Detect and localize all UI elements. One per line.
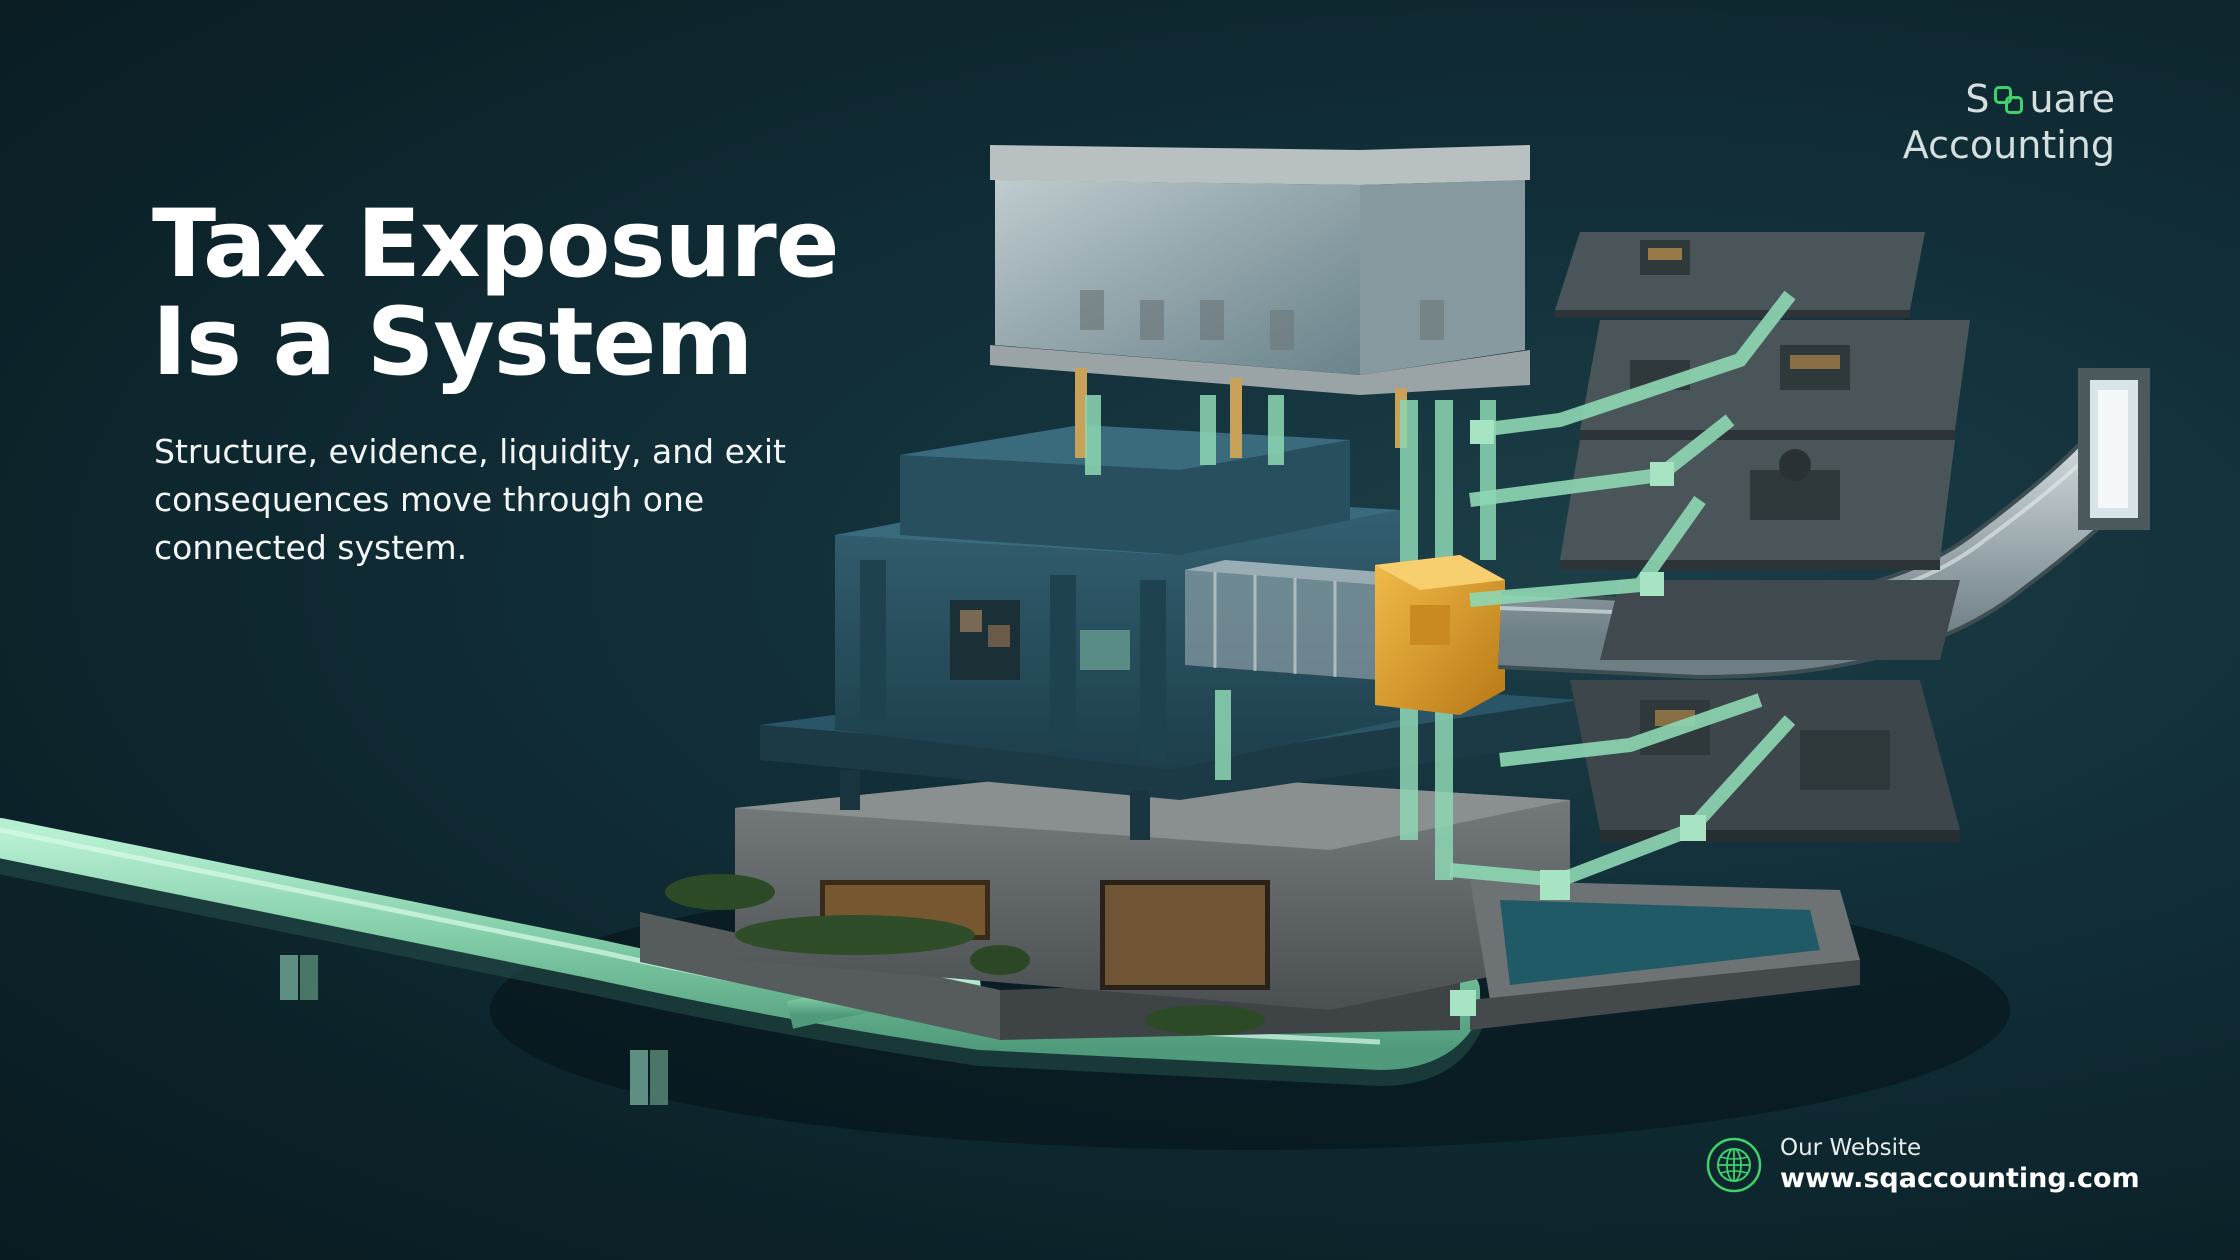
pipe-joints (1450, 420, 1706, 1016)
subtitle-line-2: consequences move through one (154, 480, 705, 519)
brand-prefix: S (1965, 77, 1990, 121)
subtitle-line-3: connected system. (154, 528, 468, 567)
subtitle-line-1: Structure, evidence, liquidity, and exit (154, 432, 786, 471)
glass-cube (990, 145, 1530, 458)
orange-core (1375, 555, 1505, 715)
glass-bridge (1185, 560, 1420, 680)
website-text: Our Website www.sqaccounting.com (1780, 1134, 2140, 1196)
website-block[interactable]: Our Website www.sqaccounting.com (1706, 1134, 2140, 1196)
brand-line-2: Accounting (1902, 123, 2115, 167)
headline-line-1: Tax Exposure (152, 190, 839, 299)
brand-suffix: uare (2029, 77, 2115, 121)
website-label: Our Website (1780, 1135, 1922, 1161)
hedges (665, 874, 1265, 1035)
headline: Tax Exposure Is a System (152, 190, 839, 397)
website-url-link[interactable]: www.sqaccounting.com (1780, 1163, 2140, 1194)
linked-squares-icon (1990, 84, 2028, 114)
globe-icon (1706, 1137, 1762, 1193)
headline-line-2: Is a System (152, 288, 753, 397)
subtitle: Structure, evidence, liquidity, and exit… (154, 428, 874, 572)
